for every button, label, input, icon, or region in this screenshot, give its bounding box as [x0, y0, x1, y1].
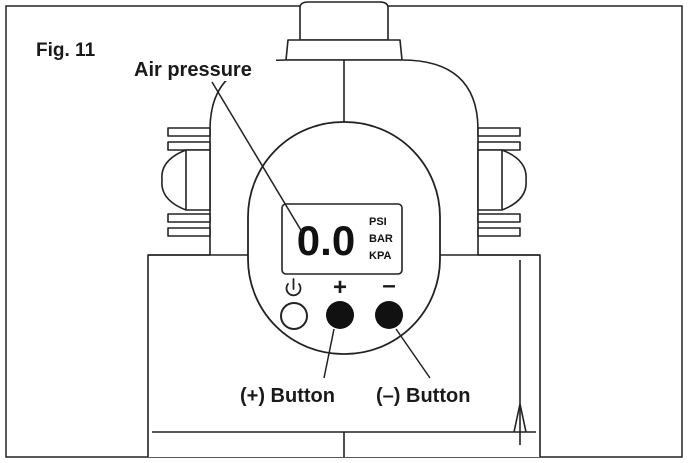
plus-symbol: +: [333, 274, 347, 301]
label-backing: [130, 55, 276, 81]
label-backing: [236, 380, 360, 408]
power-button[interactable]: [280, 302, 308, 330]
minus-symbol: –: [382, 272, 395, 299]
minus-button-callout: (–) Button: [376, 385, 470, 407]
plus-button[interactable]: [326, 301, 354, 329]
unit-bar: BAR: [369, 233, 393, 245]
air-pressure-callout: Air pressure: [134, 59, 252, 81]
plus-button-callout: (+) Button: [240, 385, 335, 407]
unit-psi: PSI: [369, 216, 387, 228]
unit-kpa: KPA: [369, 250, 391, 262]
pressure-readout: 0.0: [297, 217, 355, 264]
figure-label: Fig. 11: [36, 40, 96, 61]
leader-lines: [211, 81, 431, 379]
lcd-screen: [281, 203, 403, 275]
power-icon: [285, 278, 302, 297]
minus-button[interactable]: [375, 301, 403, 329]
label-backing: [372, 380, 496, 408]
